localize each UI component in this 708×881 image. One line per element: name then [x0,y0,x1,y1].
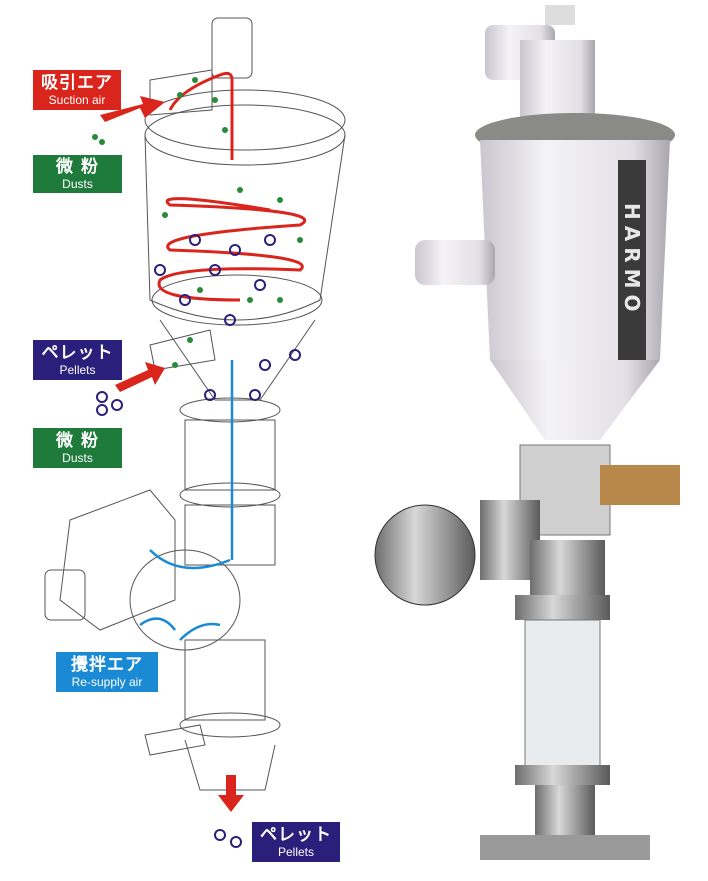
pellet-outlet-arrow [218,775,244,812]
pellets-out-label: ペレット Pellets [252,822,340,862]
dusts-top-en: Dusts [62,177,93,191]
pellets-out-en: Pellets [277,845,315,859]
resupply-air-en: Re-supply air [71,675,143,689]
pellets-in-jp: ペレット [41,343,114,363]
suction-airflow [157,71,307,302]
dusts-top-jp: 微 粉 [56,157,99,177]
suction-air-label: 吸引エア Suction air [33,70,121,110]
separator-line-art [44,17,346,791]
resupply-air-label: 攪拌エア Re-supply air [56,652,158,692]
resupply-air-jp: 攪拌エア [71,655,143,675]
product-photo [374,5,680,860]
suction-air-jp: 吸引エア [41,73,113,93]
suction-arrow [100,96,165,122]
pellets-in-label: ペレット Pellets [33,340,122,380]
dusts-mid-jp: 微 粉 [56,431,99,451]
pellets-out-jp: ペレット [260,825,332,845]
brand-logo: HARMO [618,160,646,360]
dusts-top-label: 微 粉 Dusts [33,155,122,193]
dusts-mid-label: 微 粉 Dusts [33,428,122,468]
suction-air-en: Suction air [48,93,106,107]
pellet-inlet-arrow [115,362,165,392]
resupply-airflow [139,360,234,641]
dust-particles [92,77,303,368]
dusts-mid-en: Dusts [62,451,93,465]
pellet-particles [96,234,301,848]
pellets-in-en: Pellets [59,363,96,377]
